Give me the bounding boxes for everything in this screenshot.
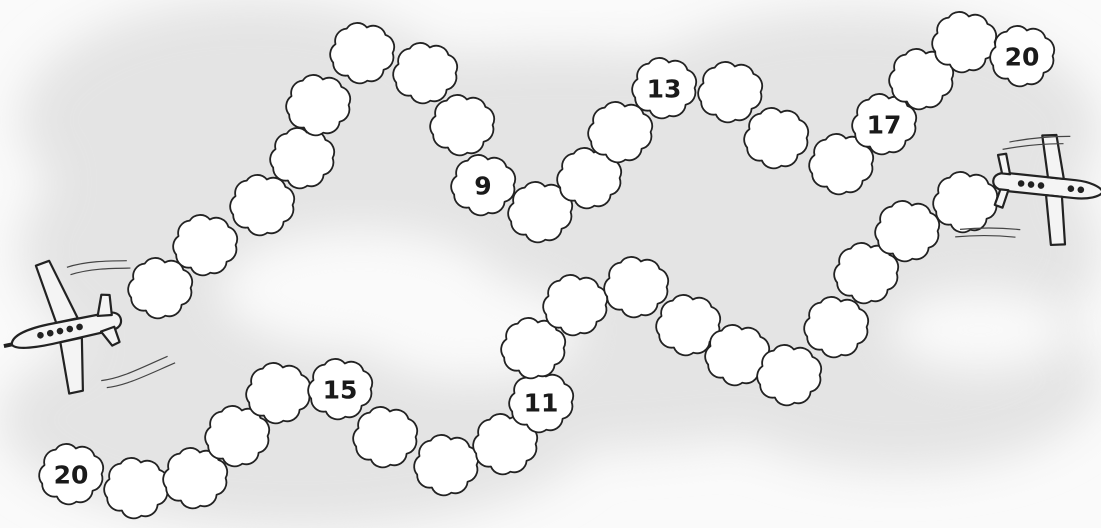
upper-path-cloud [743,107,810,170]
cloud-icon [542,274,609,337]
cloud-icon [756,344,823,407]
lower-path-cloud [756,344,823,407]
lower-path-cloud: 11 [508,371,575,434]
cloud-icon [127,257,194,320]
motion-lines [66,260,176,389]
upper-path-cloud-number: 13 [647,75,682,104]
cloud-icon [329,22,396,85]
cloud-icon [245,362,312,425]
lower-path-cloud: 15 [307,358,374,421]
lower-path-cloud [413,434,480,497]
cloud-icon [803,296,870,359]
left-plane [3,259,176,395]
lower-path-cloud [655,294,722,357]
lower-path-cloud [603,256,670,319]
lower-path-cloud [542,274,609,337]
lower-path-cloud [704,324,771,387]
motion-lines [955,135,1071,238]
cloud-icon [655,294,722,357]
lower-path-cloud [245,362,312,425]
upper-path-cloud [172,214,239,277]
upper-path-cloud [697,61,764,124]
airplane-icon [3,259,123,395]
lower-path-cloud: 20 [38,443,105,506]
lower-path-cloud-number: 11 [524,389,559,418]
lower-path-cloud [874,200,941,263]
cloud-icon [587,101,654,164]
cloud-icon [413,434,480,497]
upper-path-cloud: 17 [851,93,918,156]
upper-path-cloud-number: 17 [867,111,902,140]
cloud-icon [989,25,1056,88]
upper-path-cloud-number: 20 [1005,43,1040,72]
cloud-icon [307,358,374,421]
cloud-icon [704,324,771,387]
upper-path-cloud [392,42,459,105]
right-plane [955,133,1101,247]
cloud-icon [507,181,574,244]
lower-path-cloud-number: 20 [54,461,89,490]
cloud-icon [392,42,459,105]
upper-path-cloud [429,94,496,157]
upper-path-cloud: 20 [989,25,1056,88]
cloud-icon [631,57,698,120]
cloud-icon [172,214,239,277]
upper-path-cloud [931,11,998,74]
cloud-icon [103,457,170,520]
cloud-icon [874,200,941,263]
cloud-icon [38,443,105,506]
sky-highlight [220,230,1070,380]
upper-path-cloud-number: 9 [474,172,491,201]
lower-path-cloud [803,296,870,359]
upper-path-cloud [587,101,654,164]
upper-path-cloud: 9 [450,154,517,217]
lower-path-cloud-number: 15 [323,376,358,405]
upper-path-cloud [507,181,574,244]
cloud-icon [931,11,998,74]
cloud-icon [450,154,517,217]
cloud-icon [429,94,496,157]
upper-path-cloud [127,257,194,320]
airplane-icon [992,133,1101,247]
cloud-icon [603,256,670,319]
lower-path-cloud [103,457,170,520]
upper-path-cloud [285,74,352,137]
cloud-icon [508,371,575,434]
cloud-icon [743,107,810,170]
cloud-icon [285,74,352,137]
cloud-icon [352,406,419,469]
upper-path-cloud: 13 [631,57,698,120]
lower-path-cloud [352,406,419,469]
cloud-path: 20 15 11 9 13 17 20 [38,11,1056,520]
upper-path-cloud [329,22,396,85]
cloud-icon [697,61,764,124]
